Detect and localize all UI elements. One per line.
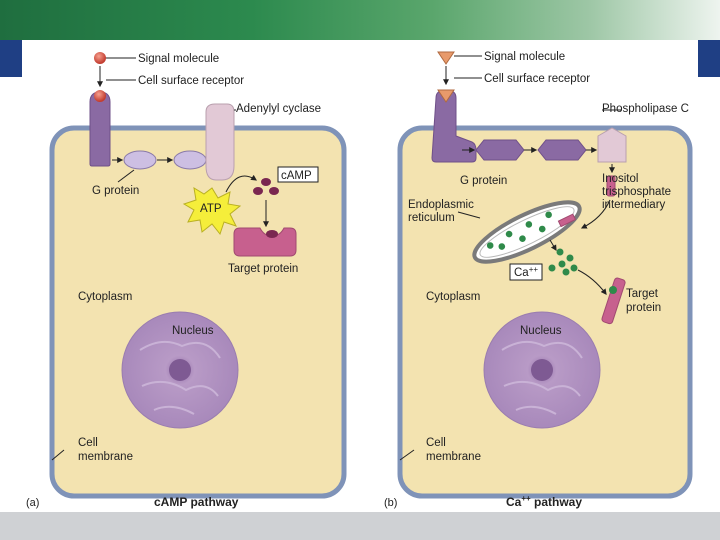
bound-calcium [609,286,617,294]
label-atp: ATP [200,203,222,215]
signaling-diagram: Signal molecule Cell surface receptor G … [26,51,693,509]
camp-box [277,166,319,183]
signal-molecule-b [437,51,455,65]
er-calcium-4 [525,221,533,228]
label-g-protein-a: G protein [92,185,139,197]
label-nucleus-a: Nucleus [172,325,214,337]
atp-burst [182,187,242,236]
adenylyl-cyclase-a [205,103,235,181]
bound-signal-b [437,89,455,103]
label-cell-a: Cell [78,437,98,449]
er-calcium-6 [545,211,552,219]
label-cytoplasm-b: Cytoplasm [426,291,480,303]
label-signal-molecule-a: Signal molecule [138,53,219,65]
er-calcium-7 [486,242,494,249]
label-signal-molecule-b: Signal molecule [484,51,565,63]
panel-a: Signal molecule Cell surface receptor G … [26,52,347,509]
label-cell-b: Cell [426,437,446,449]
ca-box [509,263,543,281]
er-calcium-1 [498,243,506,250]
camp-dot-2 [253,187,263,195]
endoplasmic-reticulum [472,200,582,264]
letter-b: (b) [384,497,397,509]
er-channel [557,213,577,228]
target-protein-a [233,227,297,257]
g-protein-a1 [123,150,157,170]
g-protein-b2 [537,139,587,161]
label-ca: Ca++ [514,265,538,279]
letter-a: (a) [26,497,39,509]
nucleus-a-texture [139,340,221,415]
phospholipase-c [597,127,627,163]
calcium-6 [548,264,556,272]
label-inositol-2: trisphosphate [602,186,671,198]
er-calcium-2 [505,230,513,238]
label-target-b-1: Target [626,288,659,300]
label-nucleus-b: Nucleus [520,325,562,337]
label-adenylyl-cyclase: Adenylyl cyclase [236,103,321,115]
calcium-2 [566,254,574,262]
caption-b: Ca++ pathway [506,494,582,509]
label-er-1: Endoplasmic [408,199,474,211]
label-cytoplasm-a: Cytoplasm [78,291,132,303]
label-receptor-b: Cell surface receptor [484,73,590,85]
er-calcium-5 [538,225,546,233]
calcium-4 [570,264,578,272]
bound-signal-a [94,90,106,102]
camp-dot-1 [261,178,271,186]
label-target-protein-a: Target protein [228,263,298,275]
slide-accent-left [0,40,22,77]
slide-header-bar [0,0,720,40]
camp-bound [266,230,278,238]
label-g-protein-b: G protein [460,175,507,187]
nucleolus-b [531,359,553,381]
calcium-3 [558,260,566,268]
label-membrane-a: membrane [78,451,133,463]
label-receptor-a: Cell surface receptor [138,75,244,87]
calcium-1 [556,248,564,256]
cell-a-membrane [49,125,347,499]
nucleus-b-texture [501,340,583,415]
caption-a: cAMP pathway [154,495,239,509]
calcium-5 [562,268,570,276]
receptor-a [89,91,111,167]
camp-dot-3 [269,187,279,195]
inositol-trisphosphate [606,175,616,197]
target-protein-b [601,277,626,325]
panel-b: Signal molecule Cell surface receptor G … [384,51,693,509]
label-camp: cAMP [281,170,312,182]
er-calcium-3 [519,235,526,242]
nucleolus-a [169,359,191,381]
label-inositol-1: Inositol [602,173,638,185]
slide-accent-right [698,40,720,77]
label-inositol-3: intermediary [602,199,666,211]
label-phospholipase: Phospholipase C [602,103,689,115]
label-er-2: reticulum [408,212,455,224]
label-membrane-b: membrane [426,451,481,463]
slide-footer-bar [0,512,720,540]
signal-molecule-a [94,52,106,64]
g-protein-b1 [475,139,525,161]
signaling-figure: Signal molecule Cell surface receptor G … [22,40,698,512]
g-protein-a2 [173,150,207,170]
label-target-b-2: protein [626,302,661,314]
